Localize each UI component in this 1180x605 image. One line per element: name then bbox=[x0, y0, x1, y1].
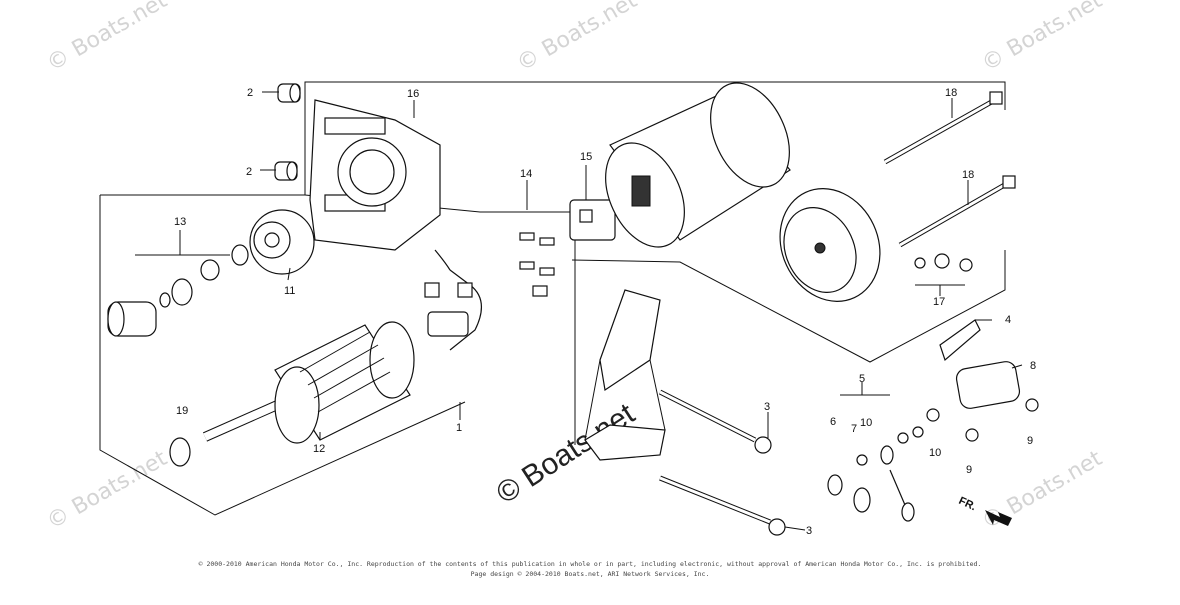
leader-lines bbox=[135, 91, 1023, 531]
through-bolt-part bbox=[883, 91, 1016, 248]
callout-label: 3 bbox=[764, 401, 770, 413]
callout-label: 5 bbox=[859, 373, 865, 385]
nut-set-part bbox=[914, 253, 973, 272]
bushing-part bbox=[274, 83, 301, 181]
callout-label: 12 bbox=[313, 443, 325, 455]
callout-label: 10 bbox=[929, 447, 941, 459]
callout-label: 9 bbox=[1027, 435, 1033, 447]
mounting-bolt-part bbox=[658, 389, 786, 536]
callout-label: 18 bbox=[945, 87, 957, 99]
callout-label: 16 bbox=[407, 88, 419, 100]
callout-labels: 2 2 3 3 4 5 6 7 8 9 9 10 10 11 12 13 14 … bbox=[174, 87, 1036, 537]
rear-cover-part bbox=[779, 188, 881, 302]
callout-label: 18 bbox=[962, 169, 974, 181]
callout-label: 19 bbox=[176, 405, 188, 417]
front-direction-arrow: FR. bbox=[957, 495, 1012, 526]
callout-label: 17 bbox=[933, 296, 945, 308]
brush-set-part bbox=[424, 232, 555, 351]
callout-label: 9 bbox=[966, 464, 972, 476]
page-design-credit: Page design © 2004-2010 Boats.net, ARI N… bbox=[470, 570, 710, 578]
motor-yoke-part bbox=[605, 82, 791, 248]
group-outline bbox=[99, 81, 1006, 516]
pinion-gear-part bbox=[249, 209, 315, 275]
callout-label: 3 bbox=[806, 525, 812, 537]
callout-label: 2 bbox=[246, 166, 252, 178]
callout-label: 1 bbox=[456, 422, 462, 434]
callout-label: 2 bbox=[247, 87, 253, 99]
front-bracket-part bbox=[309, 99, 441, 251]
direction-label: FR. bbox=[957, 495, 978, 513]
callout-label: 14 bbox=[520, 168, 532, 180]
bracket-plate-part bbox=[584, 289, 666, 461]
spacer-set-part bbox=[107, 244, 249, 337]
callout-label: 13 bbox=[174, 216, 186, 228]
armature-part bbox=[202, 321, 415, 444]
solenoid-part bbox=[926, 319, 1021, 422]
washer-part bbox=[169, 437, 191, 467]
callout-label: 4 bbox=[1005, 314, 1011, 326]
callout-label: 10 bbox=[860, 417, 872, 429]
copyright-notice: © 2000-2010 American Honda Motor Co., In… bbox=[198, 560, 982, 568]
callout-label: 8 bbox=[1030, 360, 1036, 372]
cable-terminal-part bbox=[827, 398, 1039, 522]
callout-label: 7 bbox=[851, 423, 857, 435]
callout-label: 11 bbox=[284, 285, 295, 297]
brush-holder-part bbox=[569, 199, 616, 241]
callout-label: 6 bbox=[830, 416, 836, 428]
callout-label: 15 bbox=[580, 151, 592, 163]
